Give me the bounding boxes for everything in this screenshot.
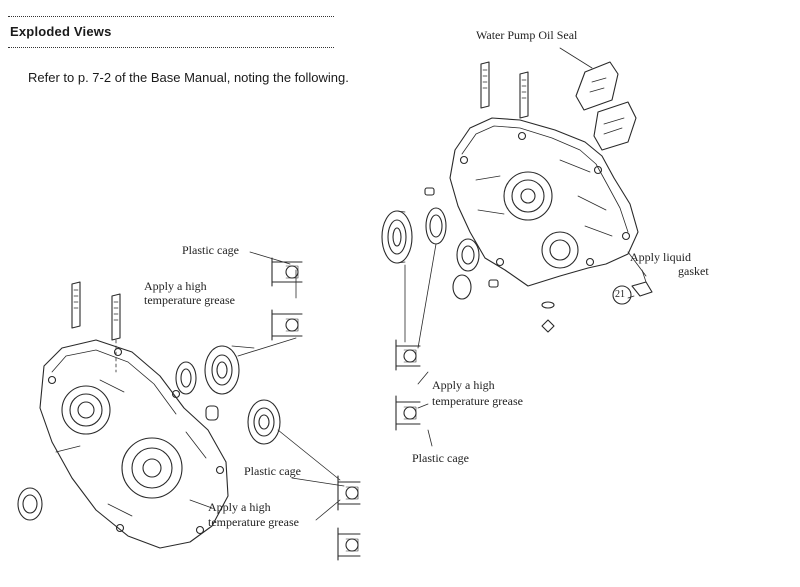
header-rule-bottom: [8, 47, 334, 48]
water-pump-oil-seal-label: Water Pump Oil Seal: [476, 28, 578, 42]
plastic-cage-label-right: Plastic cage: [412, 451, 469, 465]
left-leader-lines: [231, 251, 345, 521]
grease-label-right-line1: Apply a high: [432, 378, 495, 392]
right-bearing-small: [452, 238, 480, 300]
left-bearing-detail-top: [271, 257, 303, 341]
right-bearing-detail-top: [395, 339, 421, 371]
left-bearing-detail-bottom: [337, 475, 361, 561]
liquid-gasket-label-line1: Apply liquid: [630, 250, 692, 264]
gasket-leader-line: [627, 251, 647, 277]
left-crankcase-half: [39, 281, 229, 549]
left-bushing: [205, 405, 219, 421]
right-oil-seal: [425, 207, 447, 245]
left-bearing-lower: [247, 399, 281, 445]
intro-text: Refer to p. 7-2 of the Base Manual, noti…: [28, 70, 349, 85]
right-bearing-detail-bottom: [395, 395, 421, 431]
callout-number: 21: [615, 289, 625, 300]
right-leader-lines: [404, 243, 437, 447]
liquid-gasket-label-line2: gasket: [678, 264, 709, 278]
left-bearing-upper: [204, 345, 240, 395]
grease-label-left-bottom-line2: temperature grease: [208, 515, 299, 529]
left-oil-seal: [175, 361, 197, 395]
header-rule-top: [8, 16, 334, 17]
callout-circle: [612, 285, 632, 305]
water-pump-oil-seal: [559, 47, 637, 151]
grease-label-left-bottom-line1: Apply a high: [208, 500, 271, 514]
plastic-cage-label-left-bottom: Plastic cage: [244, 464, 301, 478]
grease-label-left-top-line2: temperature grease: [144, 293, 235, 307]
right-bearing-large: [381, 210, 413, 264]
gasket-fitting: [627, 269, 653, 299]
grease-label-right-line2: temperature grease: [432, 394, 523, 408]
page-title: Exploded Views: [10, 24, 112, 39]
drain-bolt: [541, 301, 555, 333]
right-crankcase-half: [424, 61, 639, 287]
grease-label-left-top-line1: Apply a high: [144, 279, 207, 293]
left-oil-seal-lower: [17, 487, 43, 521]
plastic-cage-label-left-top: Plastic cage: [182, 243, 239, 257]
dowel-pin: [488, 279, 499, 288]
